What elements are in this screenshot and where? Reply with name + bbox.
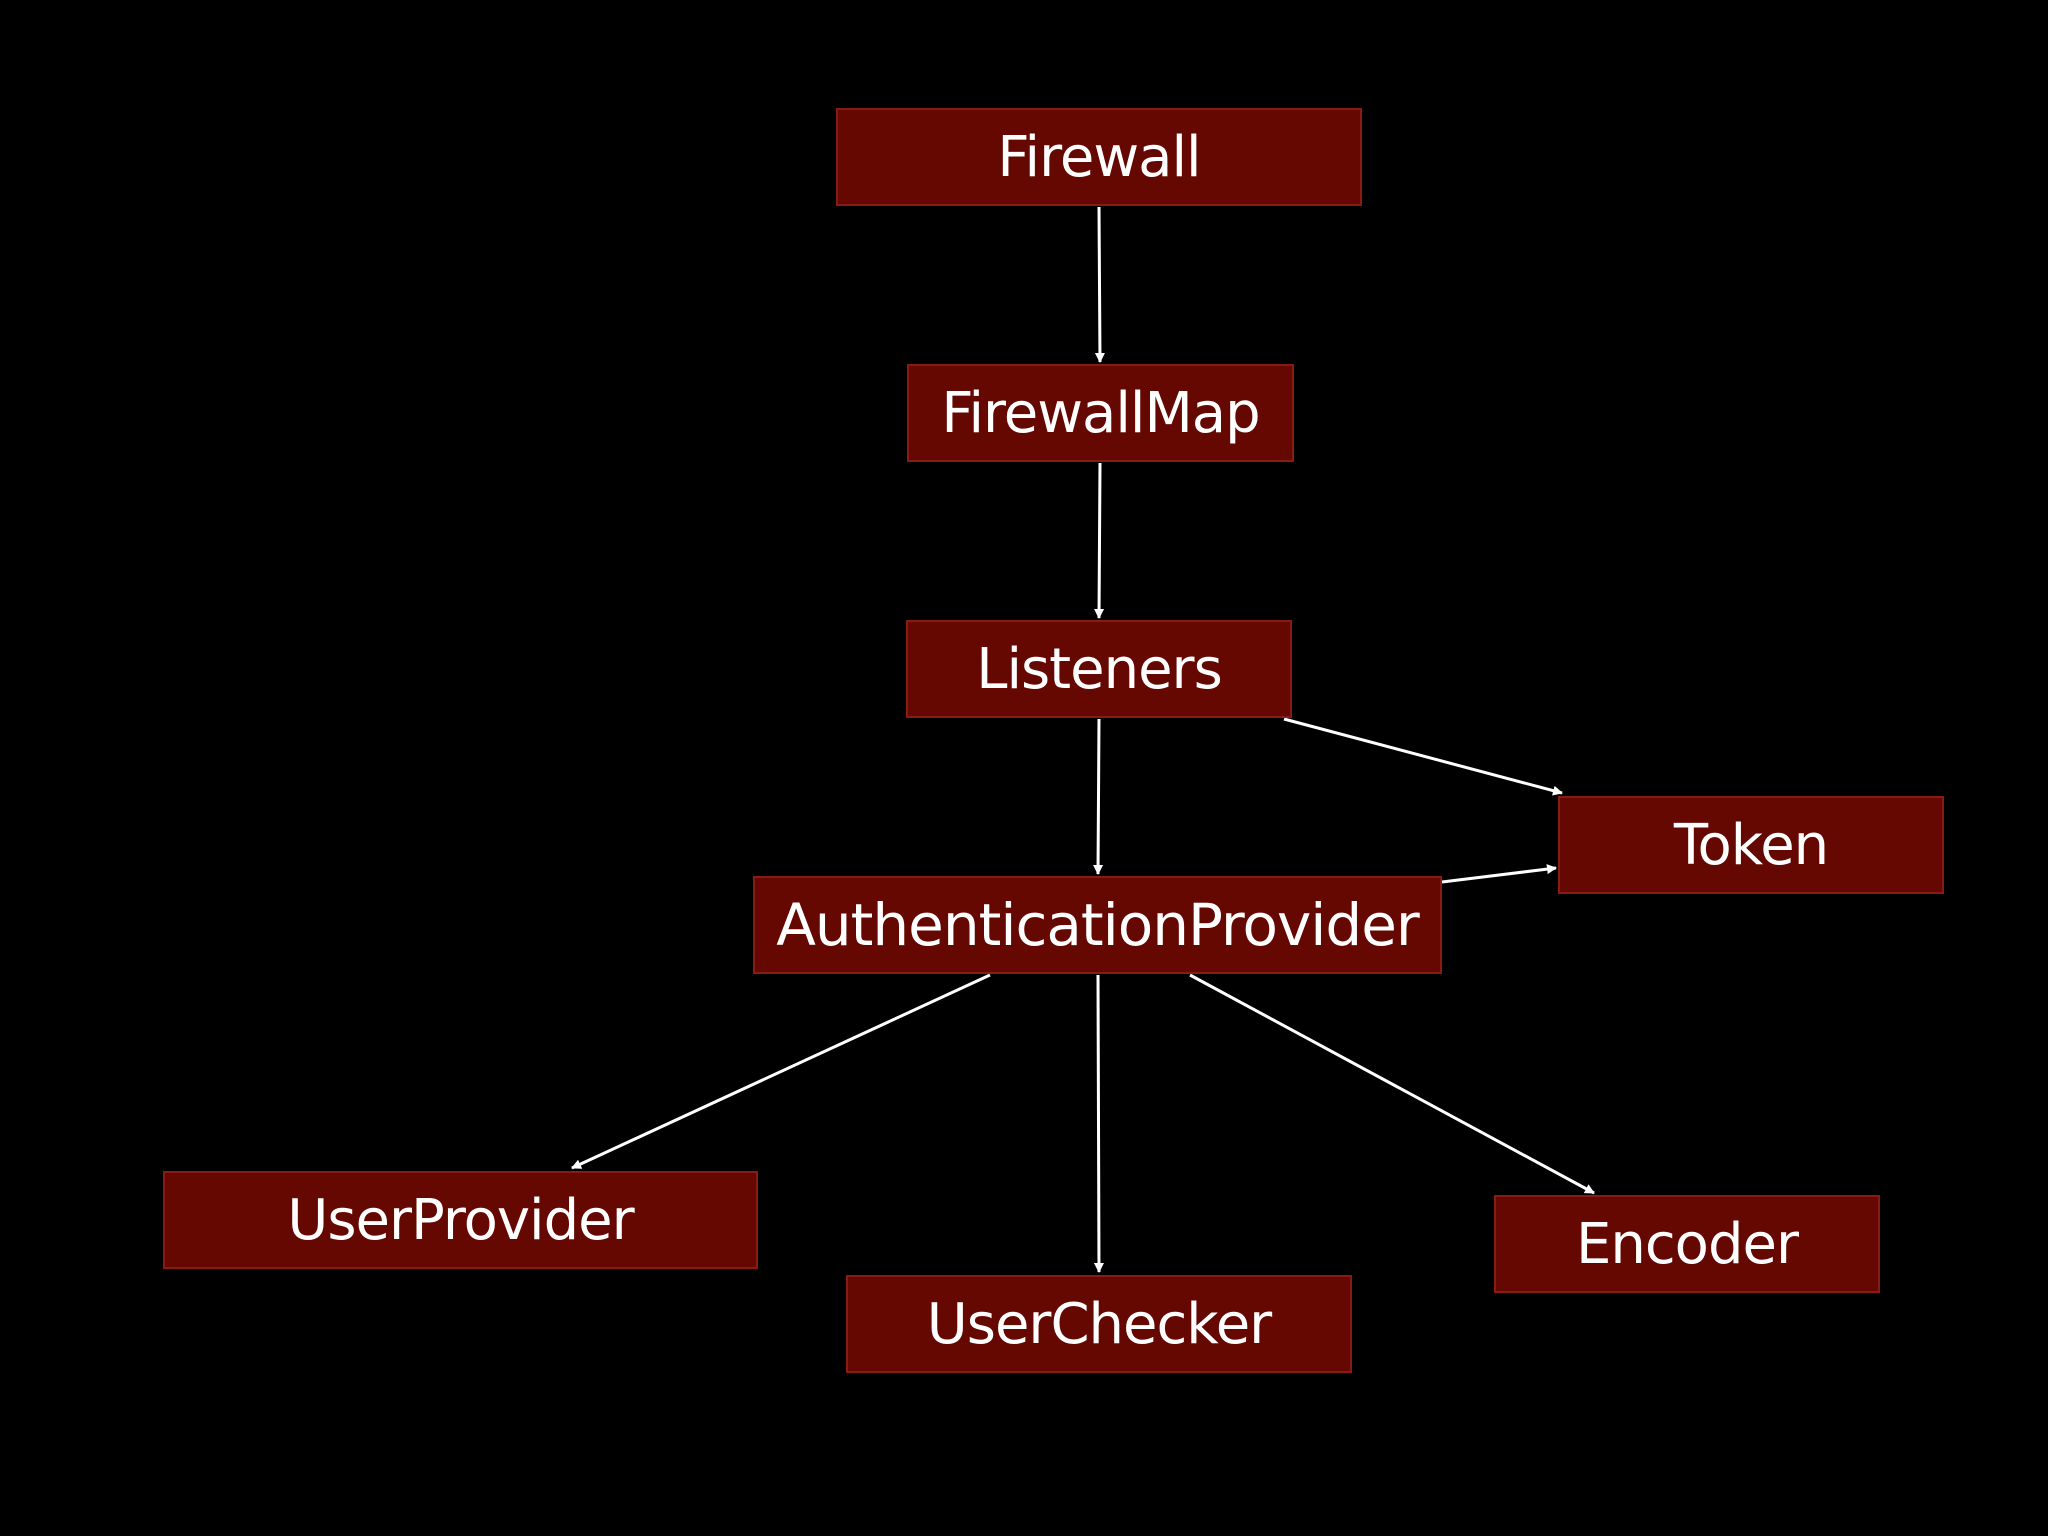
- edge-firewall-to-firewallmap: [1094, 206, 1105, 363]
- edge-authenticationprovider-to-encoder: [1189, 973, 1595, 1195]
- edge-authenticationprovider-to-userprovider: [571, 973, 991, 1170]
- node-listeners-label: Listeners: [976, 636, 1222, 702]
- node-listeners: Listeners: [906, 620, 1292, 718]
- node-firewall-label: Firewall: [997, 124, 1201, 190]
- edge-firewallmap-to-listeners: [1094, 462, 1105, 619]
- node-token: Token: [1558, 796, 1944, 894]
- node-user-checker-label: UserChecker: [926, 1291, 1272, 1357]
- node-user-checker: UserChecker: [846, 1275, 1352, 1373]
- edge-authenticationprovider-to-userchecker: [1093, 974, 1104, 1273]
- node-user-provider-label: UserProvider: [287, 1187, 634, 1253]
- edge-listeners-to-token: [1283, 717, 1563, 796]
- node-authentication-provider-label: AuthenticationProvider: [776, 891, 1420, 959]
- edge-listeners-to-authenticationprovider: [1093, 718, 1104, 875]
- node-user-provider: UserProvider: [163, 1171, 758, 1269]
- node-encoder-label: Encoder: [1576, 1211, 1799, 1277]
- node-firewall: Firewall: [836, 108, 1362, 206]
- node-encoder: Encoder: [1494, 1195, 1880, 1293]
- node-authentication-provider: AuthenticationProvider: [753, 876, 1442, 974]
- node-firewall-map: FirewallMap: [907, 364, 1294, 462]
- edge-authenticationprovider-to-token: [1441, 864, 1557, 884]
- node-token-label: Token: [1673, 812, 1829, 878]
- node-firewall-map-label: FirewallMap: [941, 380, 1260, 446]
